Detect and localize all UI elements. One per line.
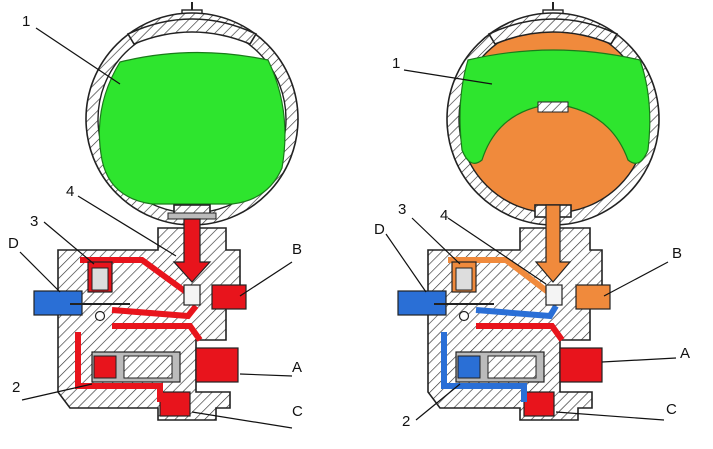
right-label-pilot-valve: 3 xyxy=(398,201,406,218)
left-gas-bladder xyxy=(98,51,286,205)
right-port-a-channel xyxy=(559,347,603,383)
right-panel: 1 4 3 D B A 2 C xyxy=(374,2,690,430)
left-panel: 1 4 3 D B A 2 C xyxy=(8,2,303,429)
right-labels: 1 4 3 D B A 2 C xyxy=(374,55,690,430)
left-label-port-a: A xyxy=(292,359,302,376)
left-accumulator-feed xyxy=(172,218,212,283)
left-port-a-channel xyxy=(195,347,239,383)
right-port-b-channel xyxy=(575,284,611,310)
left-labels: 1 4 3 D B A 2 C xyxy=(8,13,303,429)
right-label-spool: 2 xyxy=(402,413,410,430)
right-label-port-a: A xyxy=(680,345,690,362)
left-label-port-d: D xyxy=(8,235,19,252)
right-label-port-c: C xyxy=(666,401,677,418)
left-valve-body xyxy=(33,218,247,421)
left-port-c-channel xyxy=(159,391,191,417)
left-label-port-b: B xyxy=(292,241,302,258)
right-accumulator xyxy=(446,2,660,226)
right-accumulator-feed xyxy=(534,204,572,283)
left-label-pilot-valve: 3 xyxy=(30,213,38,230)
left-label-port-c: C xyxy=(292,403,303,420)
left-label-check-valve: 4 xyxy=(66,183,74,200)
right-valve-body xyxy=(397,204,611,421)
left-check-valve xyxy=(183,284,201,306)
left-label-spool: 2 xyxy=(12,379,20,396)
right-label-accumulator: 1 xyxy=(392,55,400,72)
right-check-valve xyxy=(545,284,563,306)
left-accumulator xyxy=(85,2,299,226)
right-gas-bladder xyxy=(459,49,651,164)
right-label-check-valve: 4 xyxy=(440,207,448,224)
right-port-c-channel xyxy=(523,391,555,417)
left-port-b-channel xyxy=(211,284,247,310)
left-label-accumulator: 1 xyxy=(22,13,30,30)
right-label-port-b: B xyxy=(672,245,682,262)
right-label-port-d: D xyxy=(374,221,385,238)
